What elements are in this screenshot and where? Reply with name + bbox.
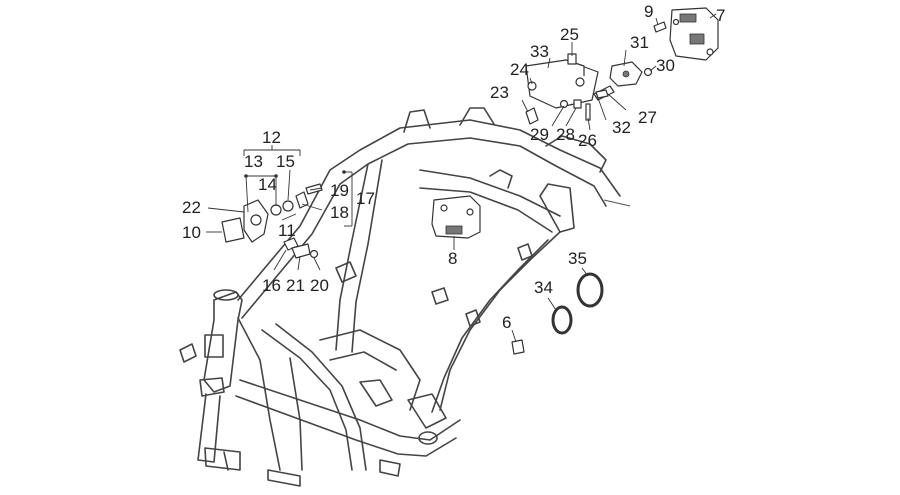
callout-25: 25 — [560, 25, 579, 44]
callout-8: 8 — [448, 249, 457, 268]
callout-10: 10 — [182, 223, 201, 242]
callout-11: 11 — [278, 221, 296, 240]
callout-27: 27 — [638, 108, 657, 127]
rear-bracket-7 — [669, 7, 719, 61]
bolt-9 — [653, 21, 667, 33]
callout-21: 21 — [286, 276, 305, 295]
callout-9: 9 — [644, 2, 653, 21]
callout-20: 20 — [310, 276, 329, 295]
bracket-8 — [431, 195, 481, 239]
spacer-29 — [559, 99, 569, 109]
callout-29: 29 — [530, 125, 549, 144]
callout-16: 16 — [262, 276, 281, 295]
callout-34: 34 — [534, 278, 553, 297]
bolt-25 — [567, 53, 577, 65]
callout-7: 7 — [716, 6, 725, 25]
clamp-35 — [576, 272, 604, 308]
bracket-31 — [609, 61, 643, 87]
callout-18: 18 — [330, 203, 349, 222]
callout-12: 12 — [262, 128, 281, 147]
bolt-23 — [525, 107, 539, 125]
callout-15: 15 — [276, 152, 295, 171]
bracket-33 — [525, 59, 599, 109]
leader-lines — [206, 13, 717, 343]
callout-35: 35 — [568, 249, 587, 268]
bushing-28 — [573, 99, 582, 109]
callout-19: 19 — [330, 181, 349, 200]
callout-30: 30 — [656, 56, 675, 75]
clamp-34 — [551, 305, 573, 335]
scooter-frame — [179, 107, 631, 487]
washer-24 — [527, 81, 537, 91]
callout-14: 14 — [258, 175, 277, 194]
callout-22: 22 — [182, 198, 201, 217]
clip-6 — [511, 339, 525, 355]
callout-24: 24 — [510, 60, 529, 79]
lock-assembly-12 — [221, 183, 323, 243]
nut-30 — [643, 67, 653, 77]
spring-32 — [595, 89, 609, 99]
callout-13: 13 — [244, 152, 263, 171]
callout-17: 17 — [356, 189, 375, 208]
callout-28: 28 — [556, 125, 575, 144]
pin-26 — [585, 103, 591, 121]
callout-23: 23 — [490, 83, 509, 102]
pivot-parts-16-21-20 — [283, 237, 319, 259]
callout-labels: 9 7 25 33 31 30 24 23 27 29 28 32 26 12 … — [182, 2, 725, 332]
callout-33: 33 — [530, 42, 549, 61]
callout-32: 32 — [612, 118, 631, 137]
callout-26: 26 — [578, 131, 597, 150]
callout-6: 6 — [502, 313, 511, 332]
callout-31: 31 — [630, 33, 649, 52]
